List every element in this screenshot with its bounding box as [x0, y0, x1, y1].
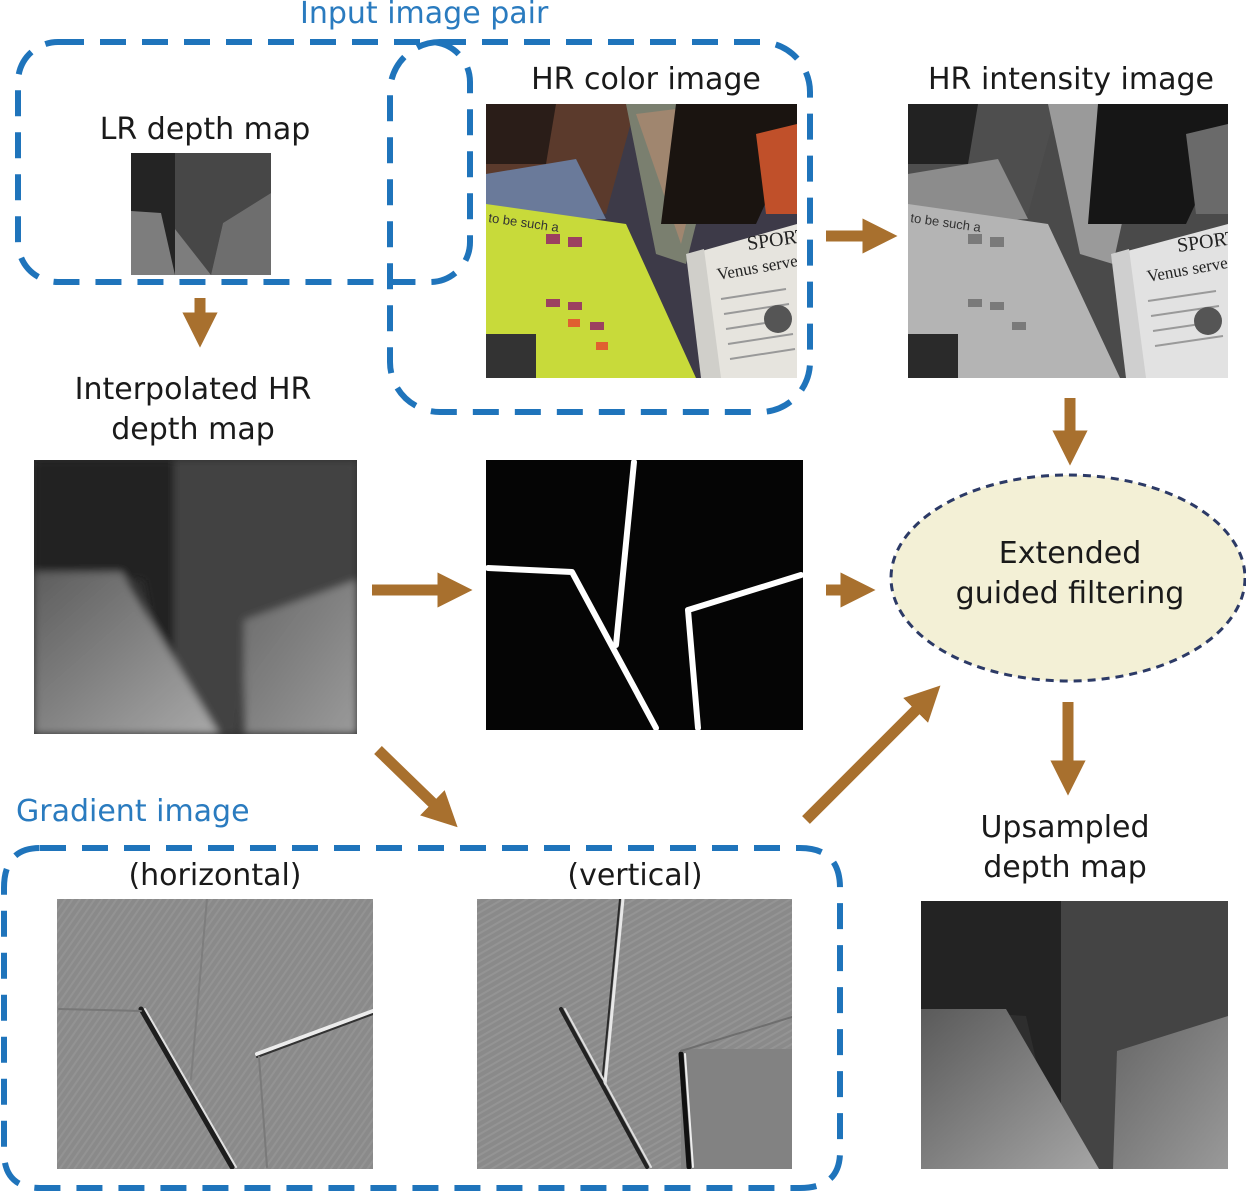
horizontal-gradient-label: (horizontal)	[128, 858, 302, 893]
hr-color-group-box	[387, 39, 813, 415]
extended-guided-filtering-node	[889, 473, 1246, 683]
filter-label-line2: guided filtering	[955, 576, 1185, 611]
arrow-interpolated-to-gradient	[374, 746, 458, 828]
hr-intensity-image-label: HR intensity image	[928, 62, 1214, 97]
filter-label-line1: Extended	[998, 536, 1142, 571]
input-pair-group-title: Input image pair	[300, 0, 549, 31]
vertical-gradient-label: (vertical)	[567, 858, 703, 893]
hr-color-image-label: HR color image	[531, 62, 761, 97]
upsampled-depth-label-line2: depth map	[983, 850, 1147, 885]
vertical-gradient-image	[477, 899, 792, 1169]
interpolated-depth-map-image	[34, 460, 357, 734]
interpolated-depth-label-line2: depth map	[111, 412, 275, 447]
upsampled-depth-map-image	[921, 901, 1228, 1169]
lr-depth-map-image	[131, 153, 271, 275]
hr-color-image: SPORT Venus serves to be such a	[486, 104, 797, 378]
upsampled-depth-label-line1: Upsampled	[980, 810, 1150, 845]
horizontal-gradient-image	[57, 899, 373, 1169]
gradient-group-box	[1, 845, 843, 1191]
interpolated-depth-label-line1: Interpolated HR	[74, 372, 312, 407]
lr-depth-map-label: LR depth map	[99, 112, 311, 147]
hr-intensity-image: SPORT Venus serves to be such a	[908, 104, 1228, 378]
lr-depth-group-box	[15, 39, 473, 285]
arrow-gradient-to-filter	[802, 685, 941, 824]
edge-map-image	[486, 460, 803, 730]
gradient-group-title: Gradient image	[16, 794, 250, 829]
